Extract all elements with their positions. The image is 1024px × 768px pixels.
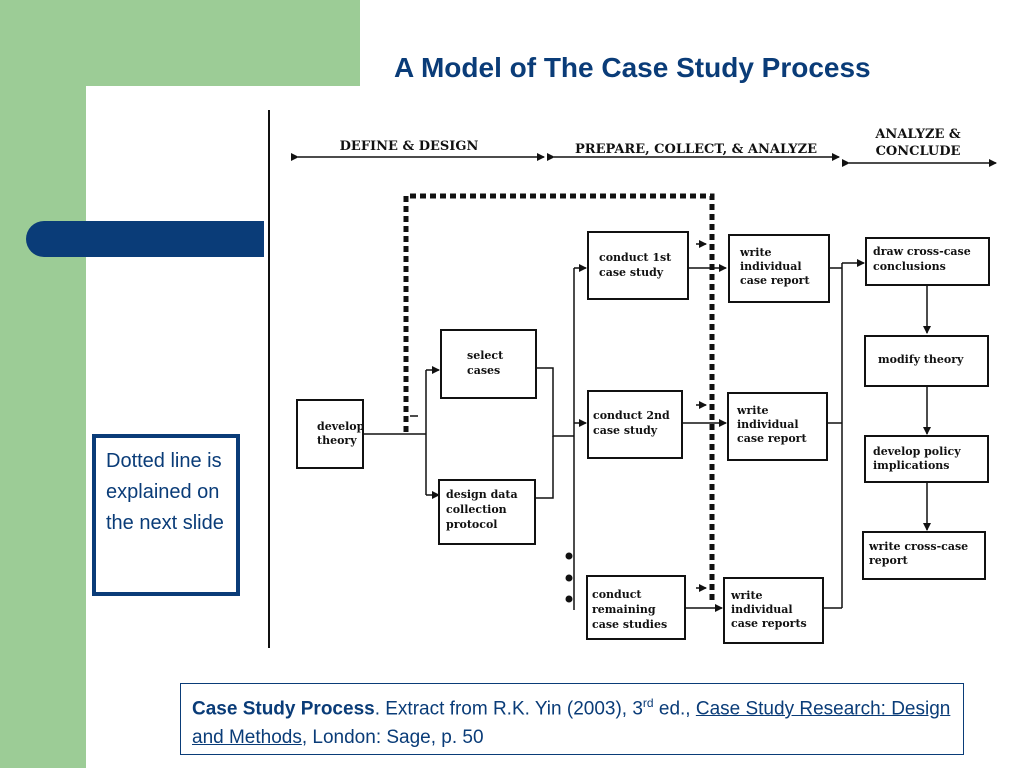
svg-text:case report: case report <box>737 432 807 445</box>
box-conduct-remaining-case-studies: conduct remaining case studies <box>586 575 686 640</box>
caption-text-1: . Extract from R.K. Yin (2003), 3 <box>374 698 643 720</box>
phase-define-design: DEFINE & DESIGN <box>340 139 479 154</box>
source-caption: Case Study Process. Extract from R.K. Yi… <box>180 683 964 755</box>
svg-text:protocol: protocol <box>446 518 497 531</box>
dotted-line-note: Dotted line is explained on the next sli… <box>92 434 240 596</box>
box-write-individual-case-reports: write individual case reports <box>723 577 824 644</box>
caption-text-2: ed., <box>653 698 696 720</box>
svg-text:case studies: case studies <box>592 618 667 631</box>
green-top-band <box>0 0 360 86</box>
svg-text:write cross-case: write cross-case <box>868 540 968 553</box>
svg-text:individual: individual <box>740 260 802 273</box>
svg-text:individual: individual <box>731 603 793 616</box>
box-conduct-1st-case-study: conduct 1st case study <box>587 231 689 300</box>
dotted-feedback-line <box>403 193 715 600</box>
ellipsis-dot <box>565 552 573 560</box>
svg-text:conclusions: conclusions <box>873 260 946 273</box>
svg-text:conduct 1st: conduct 1st <box>599 251 672 264</box>
svg-text:theory: theory <box>317 434 357 447</box>
connectors <box>363 259 931 612</box>
slide-title: A Model of The Case Study Process <box>394 52 871 83</box>
box-modify-theory: modify theory <box>864 335 989 387</box>
svg-text:write: write <box>730 589 763 602</box>
box-write-individual-case-report-2: write individual case report <box>727 392 828 461</box>
svg-text:collection: collection <box>446 503 507 516</box>
box-write-individual-case-report-1: write individual case report <box>728 234 830 303</box>
svg-text:case report: case report <box>740 274 810 287</box>
svg-text:develop policy: develop policy <box>873 445 961 458</box>
box-design-data-collection-protocol: design data collection protocol <box>438 479 536 545</box>
svg-text:case study: case study <box>599 266 664 279</box>
svg-text:conduct: conduct <box>592 588 642 601</box>
box-select-cases: select cases <box>440 329 537 399</box>
svg-text:modify theory: modify theory <box>878 353 964 366</box>
box-conduct-2nd-case-study: conduct 2nd case study <box>587 390 683 459</box>
box-write-cross-case-report: write cross-case report <box>862 531 986 580</box>
rounded-content-corner <box>86 86 206 206</box>
svg-text:case reports: case reports <box>731 617 807 630</box>
box-develop-policy-implications: develop policy implications <box>864 435 989 483</box>
svg-text:implications: implications <box>873 459 949 472</box>
svg-text:individual: individual <box>737 418 799 431</box>
caption-text-3: , London: Sage, p. 50 <box>301 727 484 749</box>
svg-text:write: write <box>736 404 769 417</box>
svg-text:draw cross-case: draw cross-case <box>873 245 971 258</box>
green-side-band <box>0 0 86 768</box>
case-study-process-diagram: DEFINE & DESIGN PREPARE, COLLECT, & ANAL… <box>268 110 997 648</box>
svg-text:design data: design data <box>446 488 518 501</box>
phase-analyze-conclude-line1: ANALYZE & <box>874 127 961 142</box>
ellipsis-dot <box>565 595 573 603</box>
svg-text:select: select <box>467 349 504 362</box>
box-draw-cross-case-conclusions: draw cross-case conclusions <box>865 237 990 286</box>
phase-prepare-collect-analyze: PREPARE, COLLECT, & ANALYZE <box>575 142 817 157</box>
caption-book-title: Case Study Research: Design and Methods <box>192 698 951 749</box>
svg-text:write: write <box>739 246 772 259</box>
svg-text:conduct 2nd: conduct 2nd <box>593 409 670 422</box>
ellipsis-dot <box>565 574 573 582</box>
svg-text:report: report <box>869 554 909 567</box>
box-develop-theory: develop theory <box>296 399 365 469</box>
svg-text:case study: case study <box>593 424 658 437</box>
navy-accent-bar <box>26 221 264 257</box>
phase-analyze-conclude-line2: CONCLUDE <box>876 144 961 159</box>
caption-title: Case Study Process <box>192 698 375 720</box>
svg-text:develop: develop <box>317 420 365 433</box>
phase-arrows <box>291 153 997 167</box>
caption-superscript: rd <box>642 696 654 710</box>
svg-text:remaining: remaining <box>592 603 656 616</box>
svg-text:cases: cases <box>467 364 500 377</box>
